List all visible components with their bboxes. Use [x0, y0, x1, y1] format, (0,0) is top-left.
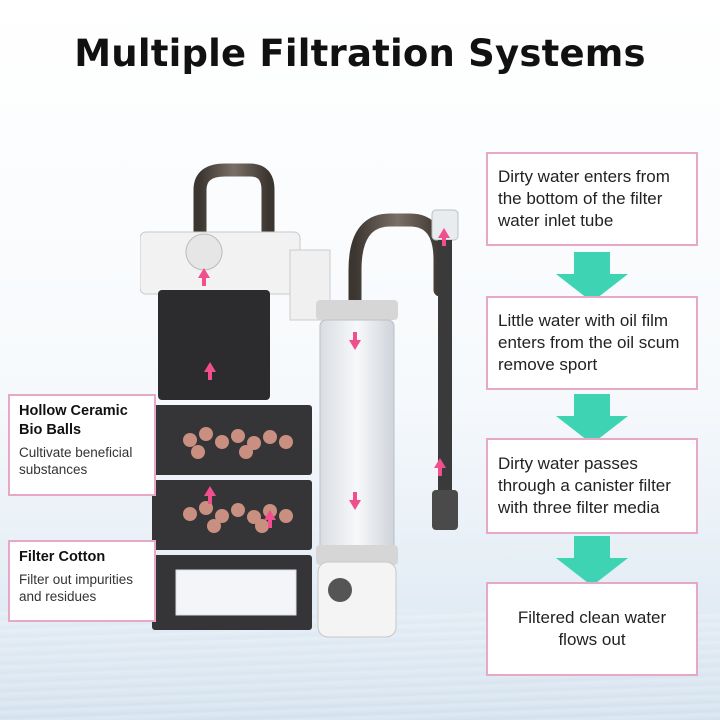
callout-body: Filter out impurities and residues: [19, 572, 134, 604]
callout-heading: Hollow Ceramic Bio Balls: [19, 403, 128, 438]
filter-illustration: [140, 163, 459, 638]
step-box-3: Dirty water passes through a canister fi…: [486, 438, 698, 534]
step-box-1: Dirty water enters from the bottom of th…: [486, 152, 698, 246]
callout-filter-cotton: Filter Cotton Filter out impurities and …: [8, 540, 156, 622]
page-title: Multiple Filtration Systems: [74, 32, 646, 75]
step-box-2: Little water with oil film enters from t…: [486, 296, 698, 390]
callout-bio-balls: Hollow Ceramic Bio Balls Cultivate benef…: [8, 394, 156, 496]
step-text-1: Dirty water enters from the bottom of th…: [498, 167, 670, 230]
callout-heading: Filter Cotton: [19, 549, 106, 565]
down-arrow-icon: [556, 536, 628, 586]
step-text-4: Filtered clean water flows out: [517, 608, 667, 649]
down-arrow-icon: [556, 252, 628, 302]
step-box-4: Filtered clean water flows out: [486, 582, 698, 676]
step-text-3: Dirty water passes through a canister fi…: [498, 454, 671, 517]
callout-body: Cultivate beneficial substances: [19, 445, 133, 477]
down-arrow-icon: [556, 394, 628, 444]
step-text-2: Little water with oil film enters from t…: [498, 311, 680, 374]
